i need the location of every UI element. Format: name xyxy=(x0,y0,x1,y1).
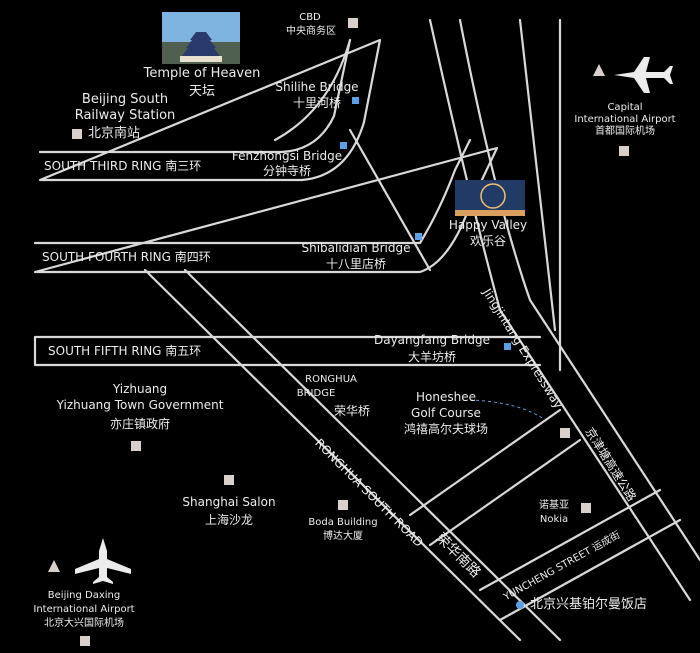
boda-zh-label: 博达大厦 xyxy=(323,531,363,542)
fenzhongsi-bridge-marker xyxy=(340,142,347,149)
ronghua-bridge-label-2: BRIDGE xyxy=(296,388,336,399)
honeshee-zh-label: 鸿禧高尔夫球场 xyxy=(403,422,488,436)
daxing-airport-marker xyxy=(80,636,90,646)
shibalidian-bridge-marker xyxy=(415,233,422,240)
honeshee-marker xyxy=(560,428,570,438)
beijing-south-zh-label: 北京南站 xyxy=(88,126,141,141)
happy-valley-label: Happy Valley xyxy=(448,218,528,232)
golf-path xyxy=(469,399,546,421)
yizhuang-gov-label: Yizhuang Town Government xyxy=(56,398,224,412)
shanghai-salon-label: Shanghai Salon xyxy=(182,495,276,509)
boda-marker xyxy=(338,500,348,510)
yizhuang-marker xyxy=(131,441,141,451)
center-road xyxy=(348,128,432,272)
shilihe-bridge-zh-label: 十里河桥 xyxy=(292,96,341,110)
capital-airport-label-1: Capital xyxy=(607,102,643,113)
happy-valley-zh-label: 欢乐谷 xyxy=(469,234,506,248)
dayangfang-bridge-label: Dayangfang Bridge xyxy=(373,333,490,347)
fenzhongsi-bridge-zh-label: 分钟寺桥 xyxy=(262,164,311,178)
south-third-ring-road xyxy=(38,38,382,182)
daxing-airport-zh-label: 北京大兴国际机场 xyxy=(44,618,124,629)
south-fifth-ring-label: SOUTH FIFTH RING 南五环 xyxy=(48,344,202,358)
happy-valley-photo xyxy=(455,180,525,216)
daxing-airport-label-1: Beijing Daxing xyxy=(47,590,121,601)
south-fifth-ring-road xyxy=(33,335,542,367)
cbd-zh-label: 中央商务区 xyxy=(286,26,336,37)
south-fourth-ring-label: SOUTH FOURTH RING 南四环 xyxy=(42,250,211,264)
daxing-direction-triangle-icon xyxy=(48,560,60,572)
temple-of-heaven-photo xyxy=(162,12,240,64)
diagonal-road xyxy=(408,408,582,547)
nokia-zh-label: 诺基亚 xyxy=(539,500,569,511)
shanghai-salon-marker xyxy=(224,475,234,485)
capital-airport-label-2: International Airport xyxy=(574,114,676,125)
capital-airport-marker xyxy=(619,146,629,156)
dayangfang-bridge-marker xyxy=(504,343,511,350)
shilihe-bridge-marker xyxy=(352,97,359,104)
north-road xyxy=(273,38,352,142)
dayangfang-bridge-zh-label: 大羊坊桥 xyxy=(407,350,456,364)
daxing-airplane-icon xyxy=(75,538,131,584)
capital-airport-zh-label: 首都国际机场 xyxy=(595,126,655,137)
hotel-label: 北京兴基铂尔曼饭店 xyxy=(530,597,648,612)
direction-triangle-icon xyxy=(593,64,605,76)
honeshee-label-2: Golf Course xyxy=(411,406,481,420)
ronghua-bridge-zh-label: 荣华桥 xyxy=(333,404,370,418)
temple-of-heaven-label: Temple of Heaven xyxy=(143,66,261,81)
east-road xyxy=(518,18,557,332)
yizhuang-gov-zh-label: 亦庄镇政府 xyxy=(109,417,170,431)
fenzhongsi-bridge-label: Fenzhongsi Bridge xyxy=(231,149,343,163)
yuncheng-street xyxy=(478,488,682,622)
shanghai-salon-zh-label: 上海沙龙 xyxy=(204,513,253,527)
shibalidian-bridge-zh-label: 十八里店桥 xyxy=(325,257,386,271)
daxing-airport-label-2: International Airport xyxy=(33,604,135,615)
beijing-south-marker xyxy=(72,129,82,139)
beijing-south-label: Beijing South xyxy=(81,92,169,107)
capital-airplane-icon xyxy=(614,57,673,93)
cbd-label: CBD xyxy=(299,12,321,23)
temple-of-heaven-zh-label: 天坛 xyxy=(188,84,215,99)
yizhuang-label: Yizhuang xyxy=(112,382,168,396)
shibalidian-bridge-label: Shibalidian Bridge xyxy=(301,241,411,255)
cbd-marker xyxy=(348,18,358,28)
shilihe-bridge-label: Shilihe Bridge xyxy=(275,80,359,94)
ronghua-bridge-label-1: RONGHUA xyxy=(305,374,357,385)
ronghua-south-road xyxy=(143,268,562,642)
honeshee-label-1: Honeshee xyxy=(416,390,476,404)
hotel-blue-dot-icon xyxy=(516,601,524,609)
nokia-marker xyxy=(581,503,591,513)
railway-station-label: Railway Station xyxy=(74,108,176,123)
nokia-label: Nokia xyxy=(539,514,569,525)
south-third-ring-label: SOUTH THIRD RING 南三环 xyxy=(44,159,202,173)
boda-label: Boda Building xyxy=(308,517,378,528)
